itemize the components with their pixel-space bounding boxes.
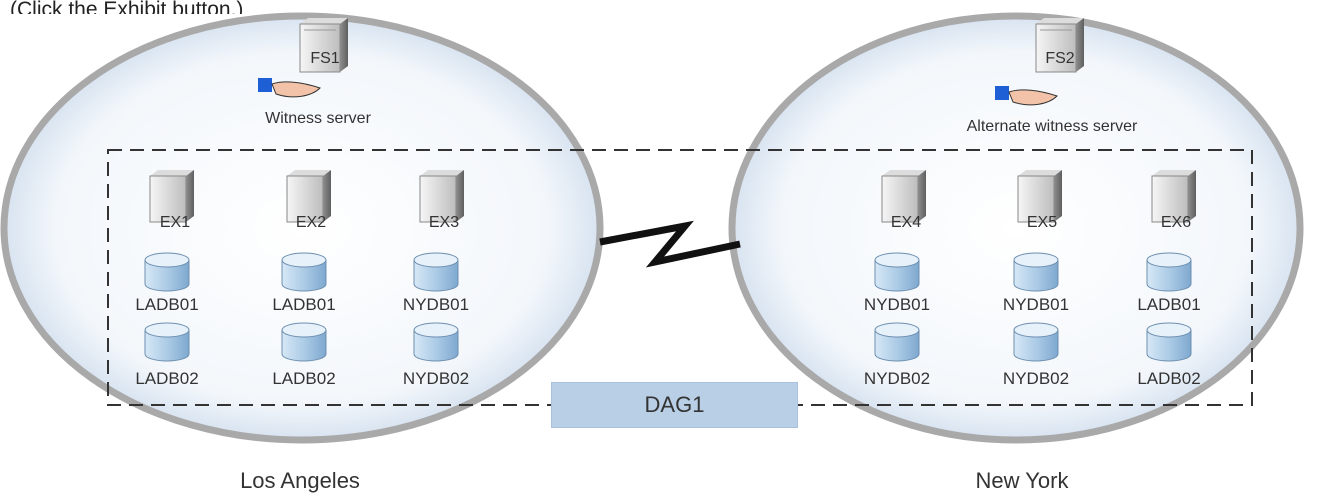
fs2-role-label: Alternate witness server: [966, 118, 1138, 135]
db-label: LADB02: [1137, 369, 1201, 388]
fs1-server-icon: [299, 18, 348, 73]
site-label-new-york: New York: [975, 468, 1069, 493]
database-icon: [281, 322, 327, 362]
db-label: LADB01: [135, 295, 199, 314]
wan-link: [599, 220, 741, 268]
database-icon: [281, 252, 327, 292]
ex4-server-icon: [881, 170, 926, 223]
ex2-label: EX2: [295, 214, 327, 231]
database-icon: [1146, 252, 1192, 292]
db-label: NYDB01: [402, 295, 470, 314]
database-icon: [1013, 252, 1059, 292]
exhibit-caption: (Click the Exhibit button.): [10, 0, 244, 14]
ex3-server-icon: [419, 170, 464, 223]
ex5-server-icon: [1017, 170, 1062, 223]
database-icon: [1013, 322, 1059, 362]
db-label: LADB01: [272, 295, 336, 314]
db-label: LADB02: [135, 369, 199, 388]
ex5-label: EX5: [1026, 214, 1058, 231]
db-label: NYDB01: [1002, 295, 1070, 314]
db-label: NYDB02: [402, 369, 470, 388]
database-icon: [413, 252, 459, 292]
database-icon: [874, 252, 920, 292]
ex4-label: EX4: [890, 214, 922, 231]
database-icon: [144, 252, 190, 292]
database-icon: [413, 322, 459, 362]
dag-label: DAG1: [551, 382, 798, 428]
database-icon: [144, 322, 190, 362]
db-label: NYDB02: [863, 369, 931, 388]
database-icon: [1146, 322, 1192, 362]
fs1-label: FS1: [310, 50, 340, 67]
ex2-server-icon: [286, 170, 331, 223]
ex1-server-icon: [149, 170, 194, 223]
ex3-label: EX3: [428, 214, 460, 231]
database-icon: [874, 322, 920, 362]
db-label: LADB02: [272, 369, 336, 388]
site-label-los-angeles: Los Angeles: [240, 468, 360, 493]
ex6-server-icon: [1151, 170, 1196, 223]
db-label: NYDB01: [863, 295, 931, 314]
ex6-label: EX6: [1160, 214, 1192, 231]
fs2-server-icon: [1035, 18, 1084, 73]
fs1-hand-icon: [258, 78, 321, 98]
fs1-role-label: Witness server: [265, 110, 371, 127]
fs2-label: FS2: [1045, 50, 1075, 67]
db-label: LADB01: [1137, 295, 1201, 314]
ex1-label: EX1: [159, 214, 191, 231]
db-label: NYDB02: [1002, 369, 1070, 388]
fs2-hand-icon: [995, 86, 1058, 106]
